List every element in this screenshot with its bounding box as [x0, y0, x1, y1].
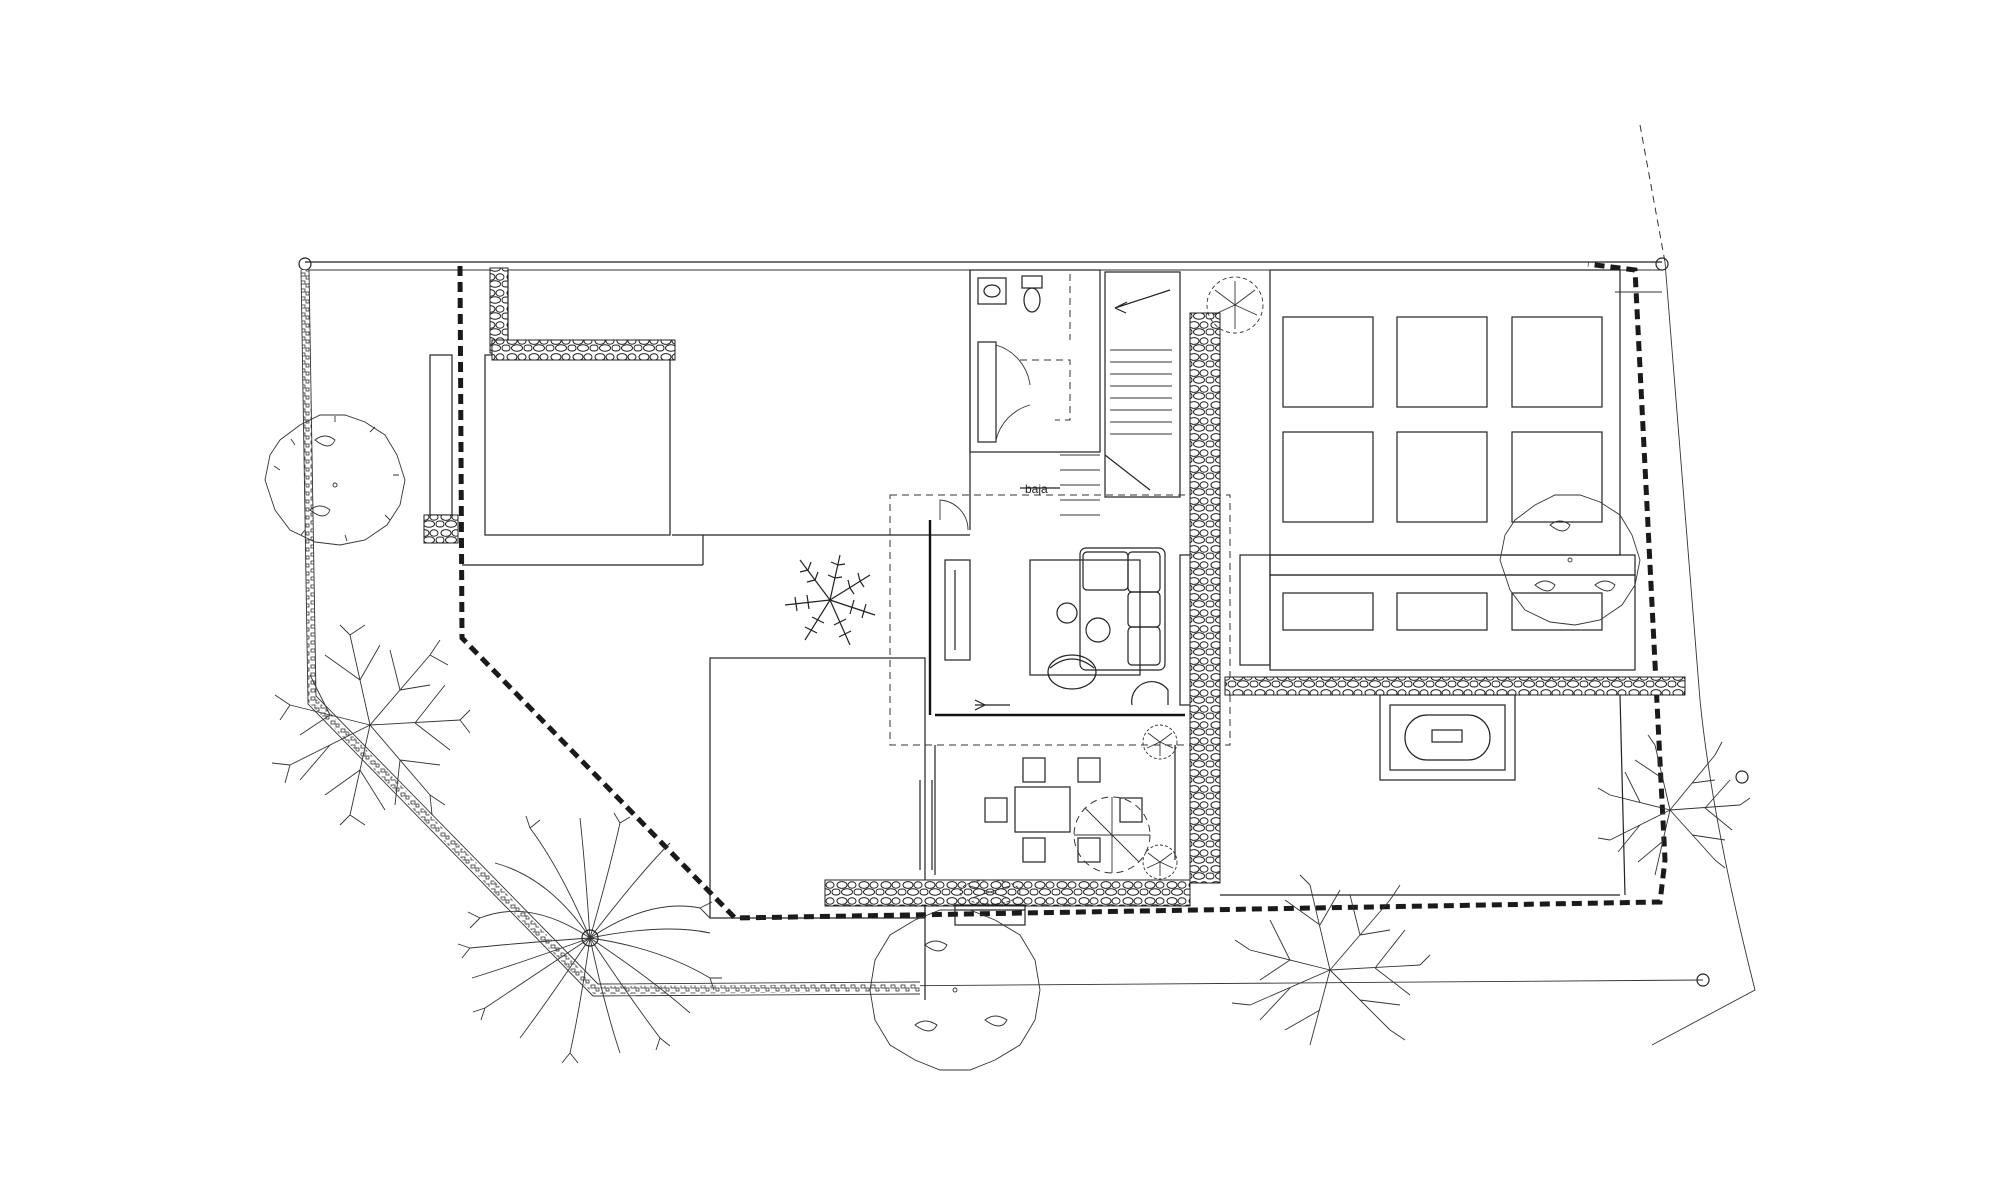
stair-label: baja — [1025, 482, 1048, 496]
palm-icon — [784, 554, 876, 646]
survey-marker — [1655, 257, 1669, 271]
deciduous-tree — [1231, 874, 1431, 1046]
shrub-icon — [959, 879, 1021, 905]
shrub-icon — [1142, 724, 1178, 760]
survey-marker — [1735, 770, 1749, 784]
dining-table — [1014, 786, 1071, 833]
fountain — [1379, 694, 1516, 781]
shrub-tree — [264, 414, 406, 546]
dining-chairs — [984, 757, 1143, 863]
bathroom — [969, 269, 1101, 453]
shrub-tree — [869, 909, 1041, 1071]
round-canopy-tree — [457, 812, 722, 1064]
toilet — [1021, 275, 1043, 289]
coffee-table — [1056, 602, 1111, 643]
rug — [1029, 559, 1141, 676]
shrub-icon — [1206, 276, 1264, 334]
deciduous-tree — [271, 624, 471, 826]
shrub-icon — [1142, 844, 1178, 880]
umbrella — [1073, 796, 1151, 874]
garden-plots — [1220, 269, 1636, 896]
deciduous-tree — [1597, 734, 1751, 876]
armchair — [1047, 654, 1097, 690]
living-pavilion — [889, 494, 1231, 746]
perimeter-fence — [300, 269, 921, 997]
stone-walls — [824, 312, 1686, 907]
stair: baja — [1020, 271, 1181, 516]
sink — [977, 277, 1007, 305]
dining-terrace — [934, 745, 1176, 875]
shrub-tree — [1499, 494, 1641, 626]
property-boundary — [457, 261, 1668, 921]
survey-marker — [298, 257, 312, 271]
terrace-outlines — [423, 267, 971, 919]
sofa — [1079, 547, 1166, 671]
